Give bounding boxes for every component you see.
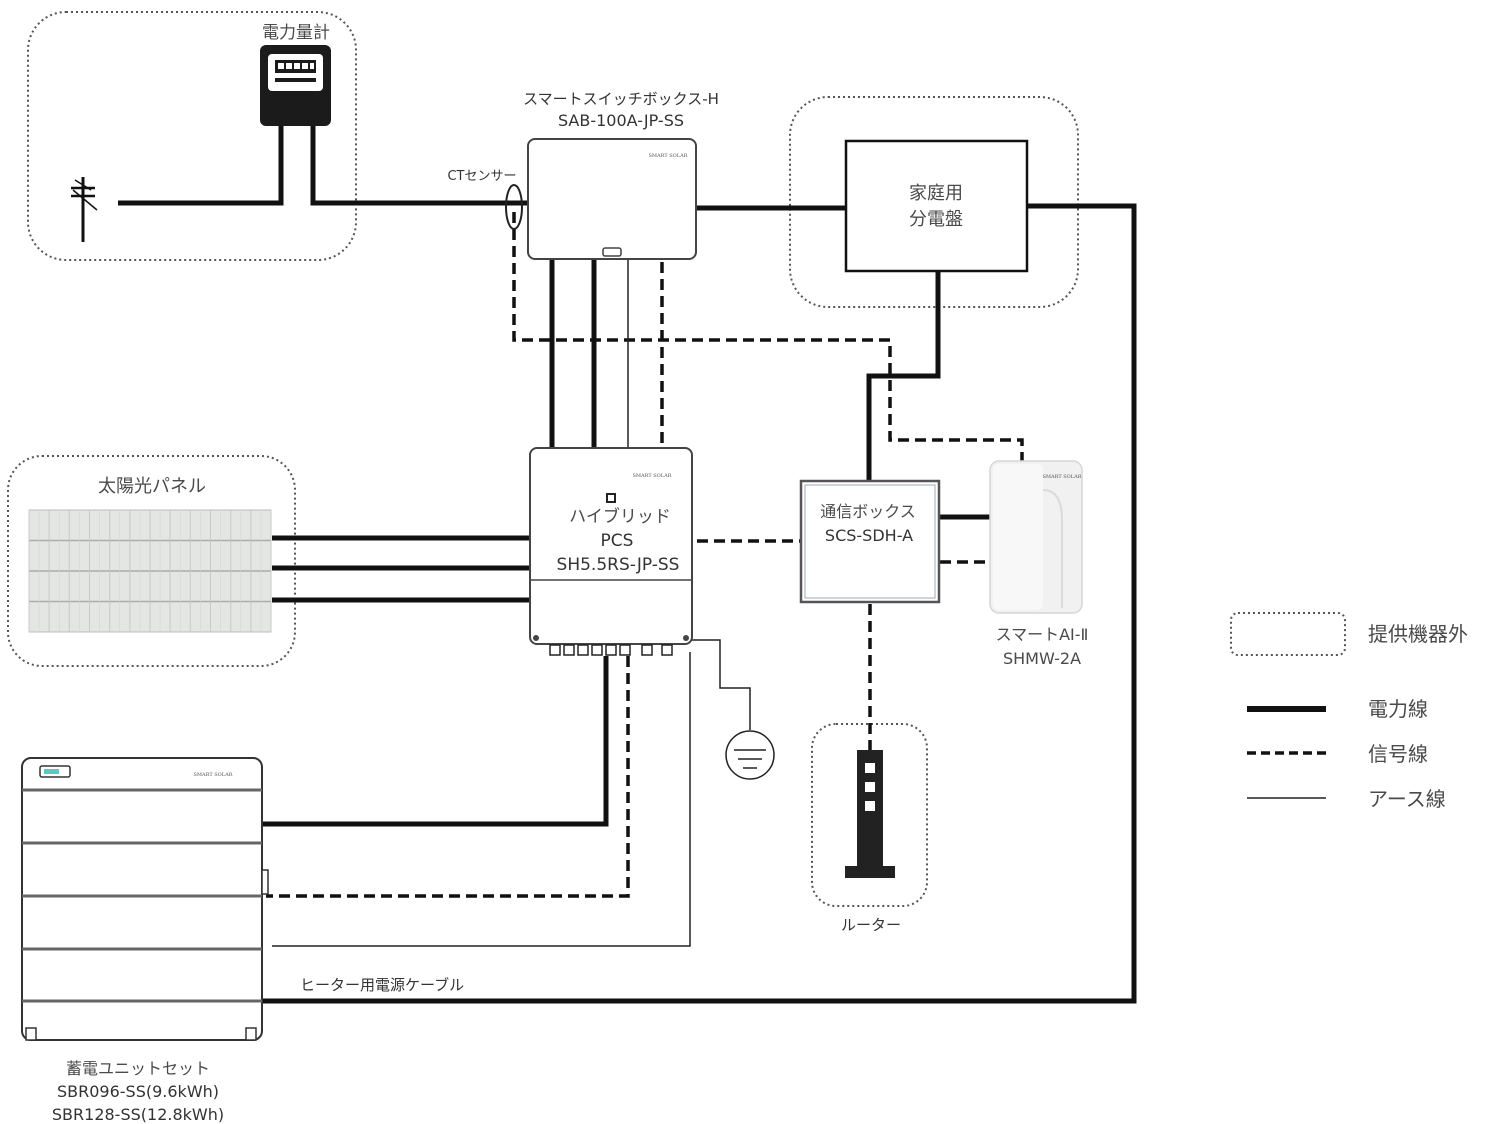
hybrid-pcs-device: [529, 447, 693, 656]
power-lines: [118, 125, 1137, 1004]
router-label: ルーター: [841, 916, 901, 934]
smart-ai-brand: SMART SOLAR: [1043, 474, 1082, 480]
solar-region: [7, 455, 296, 667]
switchbox-brand: SMART SOLAR: [649, 153, 688, 159]
battery-device: [21, 757, 269, 1041]
earth-lines: [272, 258, 751, 947]
switchbox-device: [527, 138, 697, 260]
legend-power-label: 電力線: [1368, 697, 1428, 721]
switchbox-name: スマートスイッチボックス-H: [523, 90, 719, 108]
battery-brand: SMART SOLAR: [194, 772, 233, 778]
legend-earth-label: アース線: [1368, 787, 1446, 811]
comm-box-device: [799, 479, 941, 604]
battery-model-2: SBR128-SS(12.8kWh): [52, 1105, 224, 1124]
router-region: [811, 723, 928, 907]
router-icon: [845, 750, 895, 878]
meter-label: 電力量計: [262, 23, 330, 43]
distribution-board-line1: 家庭用: [909, 183, 963, 204]
pcs-line2: PCS: [601, 531, 634, 551]
pcs-model: SH5.5RS-JP-SS: [557, 555, 680, 575]
ground-icon: [725, 730, 775, 780]
battery-model-1: SBR096-SS(9.6kWh): [57, 1082, 219, 1101]
solar-panel-label: 太陽光パネル: [98, 476, 206, 497]
battery-name: 蓄電ユニットセット: [66, 1059, 210, 1078]
smart-ai-device: [989, 460, 1083, 614]
meter-region: [27, 11, 357, 261]
utility-pole-icon: [71, 177, 98, 242]
distribution-board-line2: 分電盤: [909, 209, 963, 230]
comm-box-name: 通信ボックス: [820, 502, 916, 521]
pcs-brand: SMART SOLAR: [633, 473, 672, 479]
pcs-line1: ハイブリッド: [569, 506, 671, 527]
heater-cable-label: ヒーター用電源ケーブル: [300, 976, 464, 994]
smart-ai-model: SHMW-2A: [1003, 649, 1081, 668]
legend-outside-label: 提供機器外: [1368, 622, 1468, 646]
switchbox-model: SAB-100A-JP-SS: [558, 111, 684, 130]
ct-sensor-icon: [505, 184, 523, 230]
signal-lines: [266, 212, 1024, 898]
distribution-region: [789, 96, 1079, 308]
distribution-board: [844, 139, 1029, 273]
smart-ai-name: スマートAI-Ⅱ: [996, 625, 1089, 644]
electric-meter-icon: [260, 45, 331, 126]
solar-panel-icon: [28, 509, 272, 633]
legend: 提供機器外 電力線 信号線 アース線: [1230, 612, 1468, 811]
legend-signal-label: 信号線: [1368, 742, 1428, 766]
comm-box-model: SCS-SDH-A: [825, 526, 913, 545]
legend-outside-swatch: [1230, 612, 1346, 656]
ct-sensor-label: CTセンサー: [447, 169, 516, 184]
